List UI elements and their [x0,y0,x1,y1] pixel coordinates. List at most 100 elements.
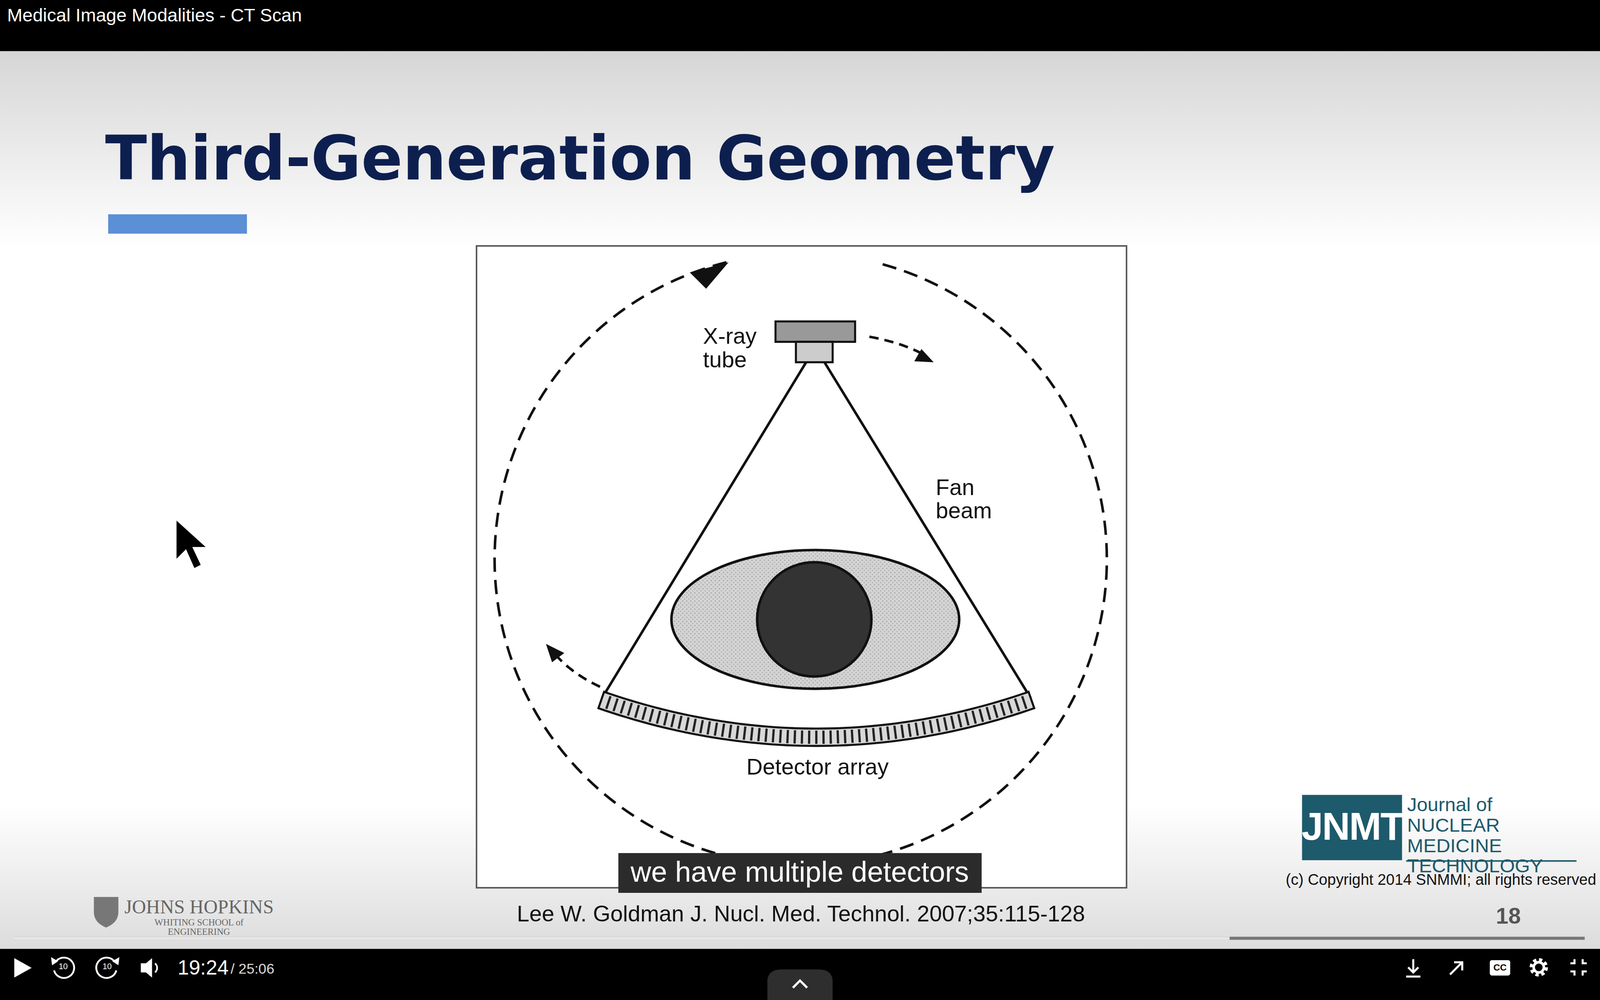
x-ray-tube-housing [775,321,855,342]
detector-element [958,714,962,728]
detector-element [678,715,682,729]
patient-body [671,550,960,689]
rotation-path [494,262,1107,866]
detector-element [844,729,846,744]
detector-motion-arrow [554,654,600,687]
part-label: Fan beam [935,475,1010,523]
current-time: 19:24 [177,956,229,979]
detector-element [901,724,904,738]
detector-element [736,725,739,739]
detector-element [858,729,860,743]
detector-element [979,708,984,722]
detector-element [1015,698,1020,712]
rotation-arrowhead [689,262,729,289]
progress-track [14,936,1585,940]
player-control-bar [0,949,1600,1000]
detector-element [822,730,825,744]
detector-element [685,717,689,731]
detector-element [693,718,696,732]
figure-frame [476,245,1127,888]
detector-element [606,695,611,709]
detector-element [649,708,654,722]
detector-element [779,729,781,743]
duration: / 25:06 [230,961,275,977]
detector-element [986,707,991,721]
progress-played [14,936,1230,940]
x-ray-tube-port [795,341,833,363]
detector-element [937,718,940,732]
detector-element [1008,700,1013,714]
rewind-icon-head [50,957,59,966]
detector-element [887,726,889,740]
share-icon [1450,962,1463,975]
detector-element [1022,695,1027,709]
detector-element [873,728,875,742]
detector-element [1000,703,1005,716]
settings-icon-teeth [1531,960,1546,975]
detector-array [598,691,1034,746]
detector-element [972,710,976,724]
panel-toggle-tab [767,969,833,1000]
detector-element [787,729,788,744]
mouse-cursor [175,518,209,570]
detector-element [815,730,818,745]
detector-element [758,728,760,742]
journal-name: Journal of NUCLEAR MEDICINE TECHNOLOGY [1407,795,1586,877]
detector-element [772,729,774,743]
copyright-note: (c) Copyright 2014 SNMMI; all rights res… [1285,871,1597,889]
window-title-bar [0,0,1600,51]
detector-element [750,727,753,741]
detector-element [944,717,947,731]
detector-element [866,728,867,742]
forward-icon-head [112,957,120,966]
detector-element [700,720,703,734]
slide-title: Third-Generation Geometry [104,124,1055,192]
detector-element [620,700,625,714]
detector-element [965,712,969,726]
detector-element [721,723,724,737]
detector-element [613,698,618,712]
detector-element [765,728,767,742]
detector-element [800,730,804,744]
detector-element [642,707,646,721]
detector-element [829,730,833,744]
detector-element [628,703,633,716]
detector-element [929,720,933,734]
play-icon [14,958,32,978]
settings-icon [1533,962,1544,973]
detector-element [664,712,668,726]
chevron-up-icon [792,980,808,988]
detector-element [851,729,853,743]
tube-motion-arrow [869,336,925,355]
part-label: Detector array [746,754,889,780]
download-icon [1406,959,1421,977]
detector-element [794,730,796,744]
slide-number: 18 [1495,904,1521,929]
title-accent-bar [108,214,247,234]
detector-element [729,724,732,738]
hopkins-shield [93,896,119,928]
patient-organ [757,562,872,677]
figure-citation: Lee W. Goldman J. Nucl. Med. Technol. 20… [516,902,1086,927]
window-title: Medical Image Modalities - CT Scan [7,6,302,27]
school-name: WHITING SCHOOL of ENGINEERING [142,918,255,937]
volume-wave [154,963,158,973]
slide-background [0,50,1600,949]
detector-motion-arrowhead [545,643,565,663]
detector-element [635,704,639,718]
detector-element [880,727,882,741]
detector-element [908,723,911,737]
skip-amount: 10 [58,963,68,973]
university-name: JOHNS HOPKINS [124,896,274,919]
detector-element [707,721,710,735]
detector-element [922,721,925,735]
tube-motion-arrowhead [914,349,934,363]
volume-icon [140,958,152,978]
detector-element [671,714,675,728]
detector-element [743,726,746,740]
exit-fullscreen-icon [1570,959,1588,976]
detector-element [915,722,918,736]
captions-label: CC [1493,962,1507,974]
captions-icon [1489,960,1511,976]
